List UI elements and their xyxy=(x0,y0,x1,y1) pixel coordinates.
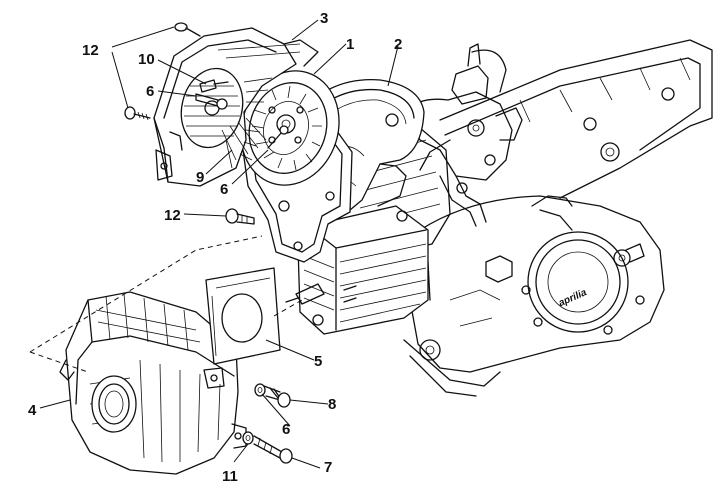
screw-12-top xyxy=(174,22,201,37)
screw-6-center xyxy=(267,125,289,149)
callout-7: 7 xyxy=(324,459,332,476)
leader-lines xyxy=(39,19,399,469)
engine-crankcase: aprilia xyxy=(403,39,713,397)
callout-labels: 1 2 3 4 5 6 6 6 7 8 9 10 11 12 12 xyxy=(28,10,402,485)
cooling-fan-part-1 xyxy=(240,70,340,186)
callout-2: 2 xyxy=(394,36,402,53)
callout-11: 11 xyxy=(222,468,238,485)
screw-6-fan xyxy=(195,93,228,110)
assembly-line-upper xyxy=(29,235,263,353)
callout-6-fan-center: 6 xyxy=(220,181,228,198)
head-cover-part-4 xyxy=(59,291,247,475)
callout-6-lower: 6 xyxy=(282,421,290,438)
callout-3: 3 xyxy=(320,10,328,27)
assembly-line-lower xyxy=(29,351,89,373)
callout-6-fan-left: 6 xyxy=(146,83,154,100)
screw-12-middle xyxy=(225,208,255,225)
assembly-line-head xyxy=(273,299,303,317)
callout-9: 9 xyxy=(196,169,204,186)
callout-12-middle: 12 xyxy=(164,207,181,224)
washer-11 xyxy=(242,431,254,445)
aprilia-logo: aprilia xyxy=(557,287,589,309)
callout-10: 10 xyxy=(138,51,155,68)
screw-12-left xyxy=(124,106,151,121)
callout-12-top: 12 xyxy=(82,42,99,59)
bolt-7 xyxy=(253,435,293,464)
bolt-8 xyxy=(263,385,291,408)
callout-8: 8 xyxy=(328,396,336,413)
callout-4: 4 xyxy=(28,402,37,419)
washer-6-lower xyxy=(254,383,266,397)
callout-1: 1 xyxy=(346,36,354,53)
fan-blades-part-9 xyxy=(221,117,267,169)
gasket-part-5 xyxy=(205,267,281,365)
callout-5: 5 xyxy=(314,353,322,370)
